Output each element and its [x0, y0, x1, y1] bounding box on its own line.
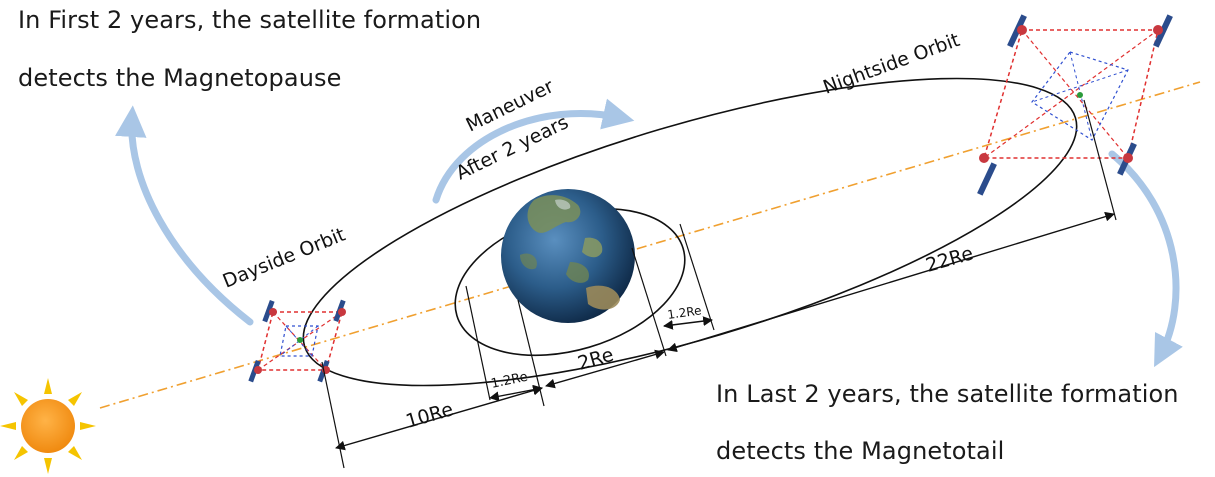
- earth-icon: [501, 189, 635, 323]
- nightside-orbit: [302, 77, 1078, 387]
- label-10re: 10Re: [403, 398, 455, 432]
- label-1-2re-left: 1.2Re: [490, 370, 529, 392]
- caption-last-line1: In Last 2 years, the satellite formation: [716, 380, 1179, 408]
- caption-last-line2: detects the Magnetotail: [716, 437, 1005, 465]
- sun-icon: [0, 378, 96, 474]
- maneuver-arrow: [432, 98, 635, 204]
- sun-earth-line: [99, 81, 1201, 409]
- label-22re: 22Re: [923, 242, 975, 276]
- label-nightside-orbit: Nightside Orbit: [820, 29, 962, 99]
- dayside-satellite-formation: [248, 299, 346, 383]
- dim-1-2re-left: [489, 384, 543, 402]
- nightside-satellite-formation: [977, 14, 1173, 196]
- dimension-extension-lines: [321, 99, 1117, 469]
- dim-2re: [545, 349, 665, 389]
- label-2re: 2Re: [575, 344, 616, 375]
- caption-first-line1: In First 2 years, the satellite formatio…: [18, 6, 482, 34]
- label-dayside-orbit: Dayside Orbit: [220, 224, 349, 293]
- dim-22re: [667, 211, 1115, 353]
- caption-first-line2: detects the Magnetopause: [18, 64, 342, 92]
- arrow-to-first-caption: [115, 105, 254, 326]
- arrow-to-last-caption: [1108, 150, 1183, 368]
- label-1-2re-right: 1.2Re: [666, 303, 702, 322]
